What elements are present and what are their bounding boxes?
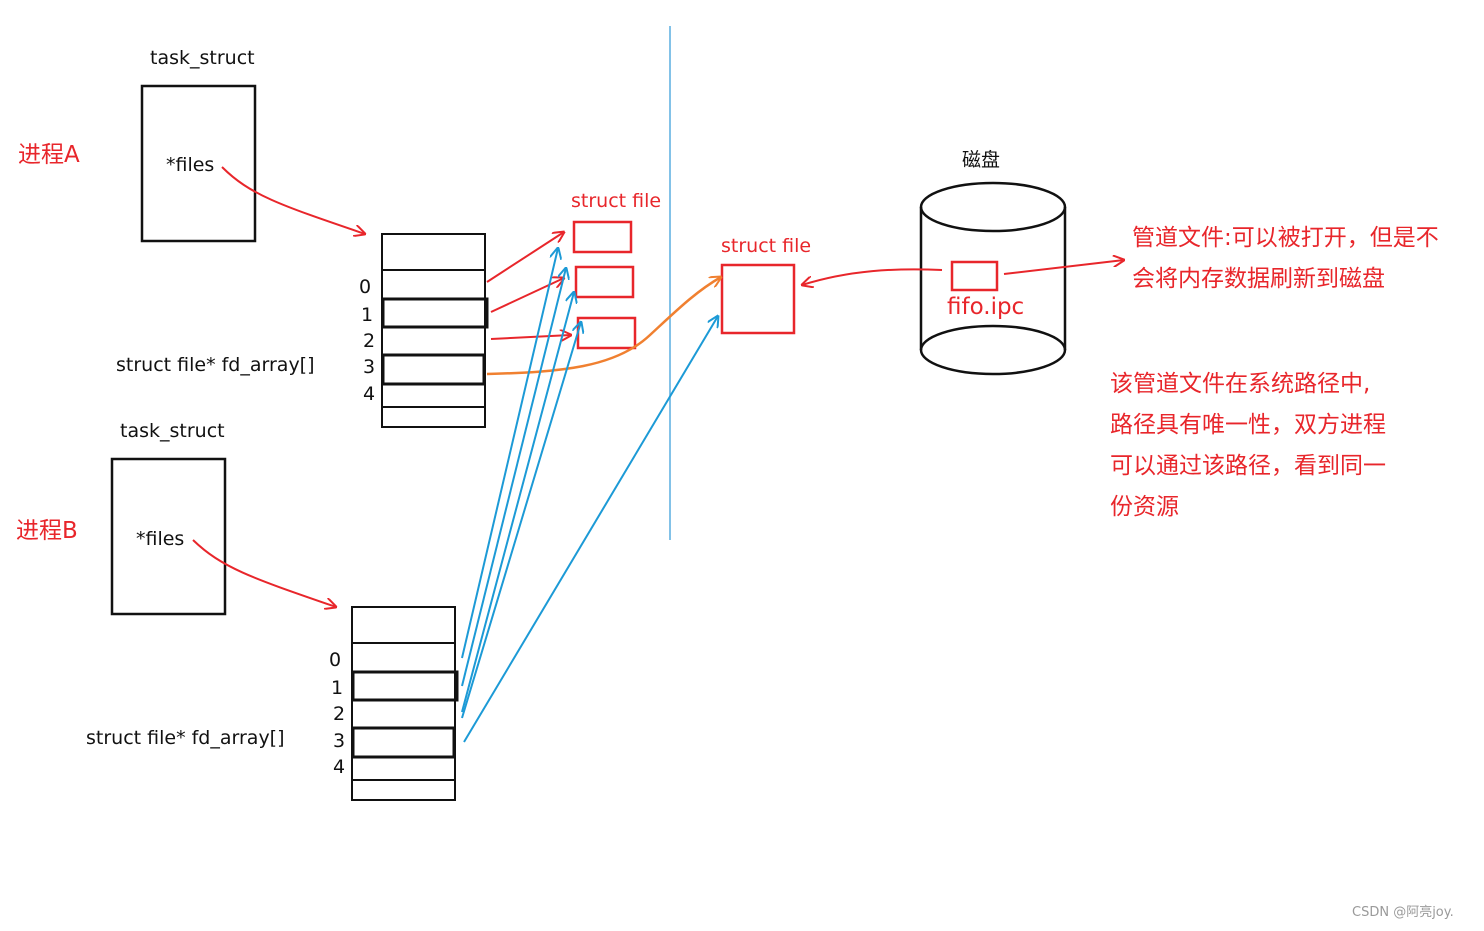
pipe-file-note-line-1: 管道文件:可以被打开，但是不 [1132, 225, 1439, 251]
path-unique-note: 该管道文件在系统路径中, 路径具有唯一性，双方进程 可以通过该路径，看到同一 份… [1110, 364, 1386, 528]
fd-b-index-4: 4 [333, 756, 346, 778]
task-struct-a-label: task_struct [150, 47, 255, 69]
files-a-label: *files [166, 154, 215, 176]
arrow-fd-b0-to-struct-file [461, 248, 558, 659]
fd-b-index-3: 3 [333, 730, 346, 752]
task-struct-b-label: task_struct [120, 420, 225, 442]
task-struct-box-a [140, 84, 257, 243]
arrow-fd-a0-to-struct-file [486, 232, 564, 283]
fd-b-index-2: 2 [333, 703, 346, 725]
path-unique-note-line-1: 该管道文件在系统路径中, [1110, 371, 1371, 397]
fifo-file-box [950, 260, 999, 292]
fd-a-index-4: 4 [363, 383, 376, 405]
process-b-label: 进程B [16, 518, 78, 544]
arrow-fd-b3-to-shared-file [463, 316, 718, 743]
fd-array-b-label: struct file* fd_array[] [86, 727, 285, 749]
fd-a-index-3: 3 [363, 356, 376, 378]
arrow-fifo-to-note [1003, 260, 1124, 275]
watermark: CSDN @阿亮joy. [1352, 905, 1454, 920]
path-unique-note-line-3: 可以通过该路径，看到同一 [1110, 453, 1386, 479]
arrow-fd-a1-to-struct-file [490, 278, 564, 313]
fd-array-a-label: struct file* fd_array[] [116, 354, 315, 376]
fifo-file-label: fifo.ipc [947, 294, 1025, 320]
fd-b-index-1: 1 [331, 677, 344, 699]
task-struct-box-b [110, 457, 227, 616]
arrow-fd-b3-to-struct-file [461, 322, 581, 719]
pipe-file-note: 管道文件:可以被打开，但是不 会将内存数据刷新到磁盘 [1132, 218, 1439, 300]
shared-struct-file-label: struct file [721, 235, 812, 257]
pipe-file-note-line-2: 会将内存数据刷新到磁盘 [1132, 266, 1385, 292]
disk-label: 磁盘 [962, 149, 1001, 171]
struct-file-box-1 [572, 220, 633, 254]
arrow-fd-b1-to-struct-file [461, 268, 566, 687]
struct-file-group-label: struct file [571, 190, 662, 212]
arrow-fifo-to-shared-file [802, 268, 943, 285]
fd-b-index-0: 0 [329, 649, 342, 671]
path-unique-note-line-4: 份资源 [1110, 494, 1179, 520]
fd-a-index-1: 1 [361, 304, 374, 326]
fd-array-a [381, 233, 489, 428]
struct-file-box-3 [576, 316, 637, 350]
path-unique-note-line-2: 路径具有唯一性，双方进程 [1110, 412, 1386, 438]
fd-a-index-2: 2 [363, 330, 376, 352]
arrow-fd-b2-to-struct-file [461, 292, 574, 713]
arrow-fd-a2-to-struct-file [490, 335, 571, 339]
arrow-files-b-to-fd-array [192, 539, 336, 607]
struct-file-box-2 [574, 265, 635, 299]
arrow-files-a-to-fd-array [221, 166, 365, 234]
files-b-label: *files [136, 528, 185, 550]
arrow-fd-a3-to-shared-file [486, 277, 721, 376]
fd-a-index-0: 0 [359, 276, 372, 298]
shared-struct-file-box [720, 263, 796, 335]
fd-array-b [351, 606, 459, 801]
disk-cylinder [919, 181, 1067, 376]
process-a-label: 进程A [18, 142, 80, 168]
